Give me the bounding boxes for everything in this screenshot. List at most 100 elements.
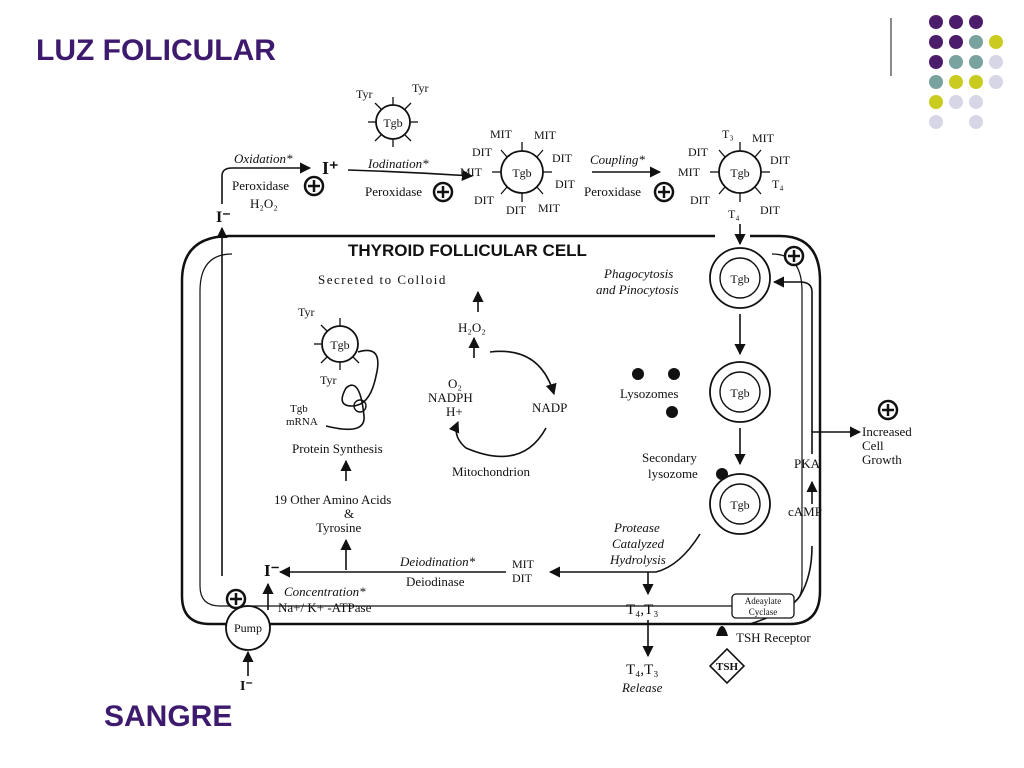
growth-1: Increased <box>862 424 912 439</box>
decor-dot <box>949 55 963 69</box>
title-divider <box>890 18 892 76</box>
slide-subtitle: SANGRE <box>104 700 233 733</box>
t4-label-1: T₄ <box>772 177 784 191</box>
lysosome-dot <box>666 406 678 418</box>
adenylate-2: Cyclase <box>749 607 778 617</box>
protease-3: Hydrolysis <box>609 552 666 567</box>
dit-9: DIT <box>760 203 781 217</box>
protease-1: Protease <box>613 520 660 535</box>
decor-dot <box>929 55 943 69</box>
decor-dot <box>929 35 943 49</box>
deiodination-label: Deiodination* <box>399 554 476 569</box>
dit-5: DIT <box>506 203 527 217</box>
endosome-2: Tgb <box>709 361 771 423</box>
endosome-1: Tgb <box>709 247 771 309</box>
decor-dot <box>969 55 983 69</box>
pump-icon <box>225 605 271 651</box>
thyroid-diagram: THYROID FOLLICULAR CELL Oxidation* I⁺ Pe… <box>180 81 912 695</box>
t4t3-blood: T₄,T₃ <box>626 662 659 678</box>
secondary-2: lysozome <box>648 466 698 481</box>
dit-4: DIT <box>474 193 495 207</box>
nadph-label: NADPH <box>428 390 473 405</box>
amino-3: Tyrosine <box>316 520 362 535</box>
mitochondrion-label: Mitochondrion <box>452 464 530 479</box>
decor-dot <box>989 35 1003 49</box>
tyr-left-b: Tyr <box>320 373 337 387</box>
mit-4: MIT <box>538 201 561 215</box>
i-plus: I⁺ <box>322 158 339 178</box>
secondary-1: Secondary <box>642 450 697 465</box>
mit-6: MIT <box>678 165 701 179</box>
peroxidase-3: Peroxidase <box>584 184 641 199</box>
decor-dot <box>929 115 943 129</box>
lysosome-dot <box>668 368 680 380</box>
decor-dot <box>969 115 983 129</box>
mit-bottom: MIT <box>512 557 535 571</box>
decor-dot <box>969 35 983 49</box>
dit-2: DIT <box>552 151 573 165</box>
h2o2-top: H₂O₂ <box>250 196 278 211</box>
camp-label: cAMP <box>788 504 822 519</box>
dit-6: DIT <box>688 145 709 159</box>
tgb-label-2: Tgb <box>512 166 531 180</box>
tyr-top-2: Tyr <box>412 81 429 95</box>
phago-2: and Pinocytosis <box>596 282 679 297</box>
tgb-label-6: Tgb <box>730 498 749 512</box>
peroxidase-1: Peroxidase <box>232 178 289 193</box>
t3-label: T₃ <box>722 127 734 141</box>
tyr-top-1: Tyr <box>356 87 373 101</box>
mit-1: MIT <box>490 127 513 141</box>
adenylate-1: Adeaylate <box>745 596 781 606</box>
cell-membrane <box>180 234 822 626</box>
release-label: Release <box>621 680 663 695</box>
coupling-label: Coupling* <box>590 152 645 167</box>
nadp-label: NADP <box>532 400 567 415</box>
decor-dot <box>989 75 1003 89</box>
plus-sign-icon <box>877 399 899 421</box>
decorative-dot-grid <box>929 15 1003 129</box>
secondary-lysosome: Tgb <box>709 468 771 535</box>
decor-dot <box>929 15 943 29</box>
concentration-label: Concentration* <box>284 584 366 599</box>
t4t3-cell: T₄,T₃ <box>626 602 659 618</box>
tgb-label-5: Tgb <box>730 386 749 400</box>
plus-sign-icon <box>303 175 325 197</box>
deiodinase-label: Deiodinase <box>406 574 465 589</box>
mrna-label-1: Tgb <box>290 403 308 415</box>
o2-label: O₂ <box>448 376 462 391</box>
i-minus-bottom: I⁻ <box>264 561 280 580</box>
dit-1: DIT <box>472 145 493 159</box>
oxidation-label: Oxidation* <box>234 151 293 166</box>
decor-dot <box>929 75 943 89</box>
tgb-label-4: Tgb <box>730 272 749 286</box>
tsh-receptor-label: TSH Receptor <box>736 630 811 645</box>
growth-3: Growth <box>862 452 902 467</box>
plus-sign-icon <box>653 181 675 203</box>
t4-label-2: T₄ <box>728 207 740 221</box>
atpase-label: Na+/ K+ -ATPase <box>278 600 372 615</box>
decor-dot <box>949 15 963 29</box>
i-minus-top: I⁻ <box>216 209 231 226</box>
tyr-left-a: Tyr <box>298 305 315 319</box>
cell-membrane-inner <box>199 253 803 607</box>
decor-dot <box>929 95 943 109</box>
tgb-label-7: Tgb <box>330 338 349 352</box>
dit-3: DIT <box>555 177 576 191</box>
decor-dot <box>969 95 983 109</box>
dit-bottom: DIT <box>512 571 533 585</box>
plus-sign-icon <box>783 245 805 267</box>
secreted-label: Secreted to Colloid <box>318 272 447 287</box>
slide-title: LUZ FOLICULAR <box>36 34 276 67</box>
adenylate-cyclase-box <box>731 593 795 619</box>
dit-7: DIT <box>770 153 791 167</box>
phago-1: Phagocytosis <box>603 266 673 281</box>
peroxidase-2: Peroxidase <box>365 184 422 199</box>
protein-synthesis-label: Protein Synthesis <box>292 441 383 456</box>
mit-5: MIT <box>752 131 775 145</box>
lysosome-dot <box>632 368 644 380</box>
pka-label: PKA <box>794 456 821 471</box>
growth-2: Cell <box>862 438 884 453</box>
h2o2-left: H₂O₂ <box>458 320 486 335</box>
plus-sign-icon <box>225 588 247 610</box>
amino-1: 19 Other Amino Acids <box>274 492 391 507</box>
